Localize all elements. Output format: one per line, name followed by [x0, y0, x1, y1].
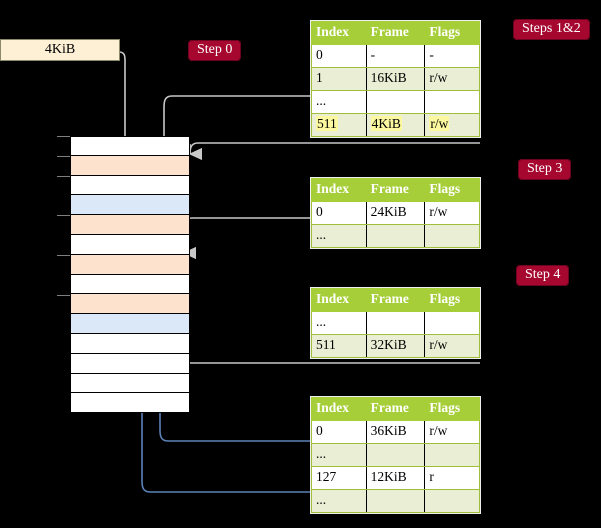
cell-index: 0 — [311, 44, 367, 68]
cell-flags: r — [424, 466, 480, 490]
badge-steps-1-2: Steps 1&2 — [513, 19, 590, 41]
cell-index: 511 — [311, 113, 367, 137]
cell-flags: r/w — [424, 420, 480, 444]
link-frame-to-table1 — [188, 142, 480, 161]
cell-index: 127 — [311, 466, 367, 490]
cell-frame: - — [365, 44, 426, 68]
cell-frame: 32KiB — [365, 334, 426, 358]
memory-frame-row — [70, 195, 190, 216]
cell-index: 0 — [311, 201, 367, 225]
badge-step-0: Step 0 — [188, 40, 242, 62]
highlighted-value: 4KiB — [370, 116, 402, 132]
memory-frame-row — [70, 254, 190, 275]
table-header-frame: Frame — [365, 397, 426, 421]
table-header-flags: Flags — [424, 397, 480, 421]
frame-tick — [57, 295, 70, 296]
cell-frame — [365, 489, 426, 513]
memory-frame-row — [70, 274, 190, 295]
size-box-4kib: 4KiB — [0, 39, 120, 61]
cell-index: 0 — [311, 420, 367, 444]
frame-tick — [57, 156, 70, 157]
memory-frame-row — [70, 333, 190, 354]
cell-index: ... — [311, 443, 367, 467]
memory-frame-row — [70, 353, 190, 374]
table-header-index: Index — [311, 397, 367, 421]
cell-flags: r/w — [424, 113, 480, 137]
memory-frame-row — [70, 314, 190, 334]
table-row: ... — [311, 90, 480, 114]
cell-index: 1 — [311, 67, 367, 91]
cell-flags: - — [424, 44, 480, 68]
cell-frame: 16KiB — [365, 67, 426, 91]
highlighted-value: 511 — [316, 116, 338, 132]
physical-memory-frames — [70, 136, 190, 414]
size-box-label: 4KiB — [44, 42, 76, 57]
cell-index: 511 — [311, 334, 367, 358]
cell-flags: r/w — [424, 334, 480, 358]
cell-index: ... — [311, 311, 367, 335]
memory-frame-row — [70, 215, 190, 235]
cell-flags — [424, 224, 480, 248]
cell-flags — [424, 90, 480, 114]
frame-tick — [57, 176, 70, 177]
cell-frame: 24KiB — [365, 201, 426, 225]
memory-frame-row — [70, 155, 190, 176]
memory-frame-row — [70, 234, 190, 255]
cell-frame: 4KiB — [365, 113, 426, 137]
table-row: ... — [311, 224, 480, 248]
cell-index: ... — [311, 489, 367, 513]
memory-frame-row — [70, 393, 190, 414]
highlighted-value: r/w — [429, 116, 450, 132]
frame-tick — [57, 255, 70, 256]
table-header-index: Index — [311, 21, 367, 45]
memory-frame-row — [70, 373, 190, 394]
memory-frame-row — [70, 136, 190, 156]
table-header-frame: Frame — [365, 178, 426, 202]
table-header-frame: Frame — [365, 288, 426, 312]
table-header-index: Index — [311, 178, 367, 202]
table-row: ... — [311, 489, 480, 513]
cell-index: ... — [311, 224, 367, 248]
table-header-index: Index — [311, 288, 367, 312]
table-header-flags: Flags — [424, 288, 480, 312]
cell-index: ... — [311, 90, 367, 114]
cell-frame: 36KiB — [365, 420, 426, 444]
cell-frame — [365, 90, 426, 114]
cell-flags — [424, 311, 480, 335]
frame-tick — [57, 136, 70, 137]
badge-step-4: Step 4 — [516, 265, 570, 287]
cell-frame — [365, 443, 426, 467]
table-row: ... — [311, 443, 480, 467]
cell-flags: r/w — [424, 67, 480, 91]
table-header-frame: Frame — [365, 21, 426, 45]
cell-flags — [424, 443, 480, 467]
table-header-flags: Flags — [424, 21, 480, 45]
memory-frame-row — [70, 294, 190, 315]
cell-frame: 12KiB — [365, 466, 426, 490]
cell-flags — [424, 489, 480, 513]
table-row: ... — [311, 311, 480, 335]
table-row: 511 4KiB r/w — [311, 113, 480, 137]
memory-frame-row — [70, 175, 190, 196]
cell-frame — [365, 224, 426, 248]
table-row: 0-- — [311, 44, 480, 68]
cell-flags: r/w — [424, 201, 480, 225]
badge-step-3: Step 3 — [518, 159, 572, 181]
table-header-flags: Flags — [424, 178, 480, 202]
frame-tick — [57, 215, 70, 216]
cell-frame — [365, 311, 426, 335]
